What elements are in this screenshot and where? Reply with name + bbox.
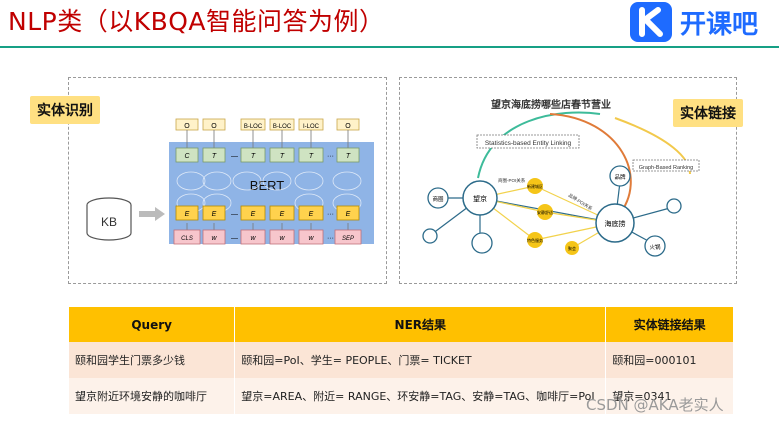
header-query: Query: [69, 307, 236, 342]
hidden-token: T: [251, 153, 256, 160]
hidden-token: T: [212, 153, 217, 160]
node-label: 新建城区: [527, 183, 543, 189]
cell-query: 颐和园学生门票多少钱: [69, 342, 236, 378]
graph-node: [471, 232, 493, 254]
input-token: w: [279, 235, 285, 242]
slide-title: NLP类（以KBQA智能问答为例）: [8, 7, 385, 36]
embed-token: E: [280, 211, 285, 218]
node-label: 商圈: [432, 195, 444, 203]
embed-token: E: [251, 211, 256, 218]
edge-label: 商圈-POI关系: [498, 177, 526, 184]
hidden-token: T: [309, 153, 314, 160]
svg-text:···: ···: [327, 235, 334, 242]
output-tag: B-LOC: [244, 124, 263, 130]
node-label: 聚会: [568, 245, 576, 251]
logo-icon: [630, 2, 672, 42]
output-tag: B-LOC: [273, 124, 292, 130]
node-label: 火锅: [649, 243, 661, 251]
header-ner: NER结果: [234, 307, 607, 342]
bert-ner-diagram: KB BERT O O B-LOC B-LOC I-LOC O: [86, 118, 374, 245]
brand-logo: 开课吧: [628, 0, 779, 46]
results-table: Query NER结果 实体链接结果 颐和园学生门票多少钱 颐和园=PoI、学生…: [69, 307, 734, 414]
stat-linking-label: Statistics-based Entity Linking: [485, 140, 572, 147]
embed-token: E: [212, 211, 217, 218]
node-n4: [565, 241, 579, 255]
input-token: w: [211, 235, 217, 242]
node-shangquan: [427, 187, 449, 209]
svg-text:—: —: [231, 211, 238, 218]
embed-token: E: [346, 211, 351, 218]
input-token: SEP: [342, 236, 354, 242]
hidden-state-row: C T T T T T — ···: [175, 147, 360, 163]
node-label: 安静舒适: [537, 209, 553, 215]
node-n1: [527, 178, 543, 194]
node-pinpai: [609, 165, 631, 187]
node-label: 品牌: [614, 173, 626, 181]
stat-linking-box: [476, 134, 580, 149]
output-tag: O: [184, 123, 190, 130]
input-token: CLS: [181, 236, 193, 242]
node-label: 望京: [473, 194, 487, 203]
arc-orange: [549, 113, 632, 217]
arc-teal: [477, 111, 601, 179]
embedding-row: E E E E E E — ···: [175, 205, 360, 221]
hidden-token: T: [346, 153, 351, 160]
output-tag: O: [345, 123, 351, 130]
hidden-token: C: [184, 153, 190, 160]
cell-ner: 望京=AREA、附近= RANGE、环安静=TAG、安静=TAG、咖啡厅=PoI: [234, 378, 607, 414]
kb-label: KB: [101, 215, 117, 229]
graph-ranking-label: Graph-Based Ranking: [639, 165, 693, 171]
input-token: w: [308, 235, 314, 242]
hidden-token: T: [280, 153, 285, 160]
graph-node: [422, 228, 438, 244]
table-row: 望京附近环境安静的咖啡厅 望京=AREA、附近= RANGE、环安静=TAG、安…: [69, 378, 734, 414]
node-huoguo: [644, 235, 666, 257]
linking-question: 望京海底捞哪些店春节营业: [491, 98, 611, 111]
output-tag-row: O O B-LOC B-LOC I-LOC O: [175, 118, 360, 148]
logo-text: 开课吧: [680, 10, 759, 40]
svg-text:—: —: [231, 235, 238, 242]
embed-token: E: [185, 211, 190, 218]
output-tag: I-LOC: [303, 124, 320, 130]
watermark: CSDN @AKA老实人: [586, 396, 724, 414]
node-label: 特色服务: [527, 237, 543, 243]
graph-ranking-box: [632, 159, 700, 172]
cell-ner: 颐和园=PoI、学生= PEOPLE、门票= TICKET: [234, 342, 607, 378]
node-n2: [537, 204, 553, 220]
kb-database-icon: KB: [86, 197, 132, 241]
cell-linking: 望京=0341: [605, 378, 734, 414]
node-haidilao: [595, 203, 635, 243]
node-label: 海底捞: [605, 219, 626, 228]
entity-recognition-tag: 实体识别: [30, 96, 100, 124]
bert-label: BERT: [250, 178, 284, 193]
input-token: w: [250, 235, 256, 242]
svg-text:—: —: [231, 153, 238, 160]
cell-linking: 颐和园=000101: [605, 342, 734, 378]
node-n3: [527, 232, 543, 248]
table-header-row: Query NER结果 实体链接结果: [69, 307, 734, 342]
svg-text:···: ···: [327, 211, 334, 218]
input-token-row: CLS w w w w SEP — ···: [173, 223, 362, 245]
header-linking: 实体链接结果: [605, 307, 734, 342]
output-tag: O: [211, 123, 217, 130]
entity-linking-graph: 望京海底捞哪些店春节营业 Statistics-based Entity Lin…: [422, 98, 700, 257]
svg-text:···: ···: [327, 153, 334, 160]
node-wangjing: [462, 180, 498, 216]
table-row: 颐和园学生门票多少钱 颐和园=PoI、学生= PEOPLE、门票= TICKET…: [69, 342, 734, 378]
entity-recognition-panel: KB BERT O O B-LOC B-LOC I-LOC O: [68, 77, 387, 284]
title-underline: [0, 46, 779, 48]
graph-node: [666, 198, 682, 214]
embed-token: E: [309, 211, 314, 218]
cell-query: 望京附近环境安静的咖啡厅: [69, 378, 236, 414]
entity-linking-tag: 实体链接: [673, 99, 743, 127]
